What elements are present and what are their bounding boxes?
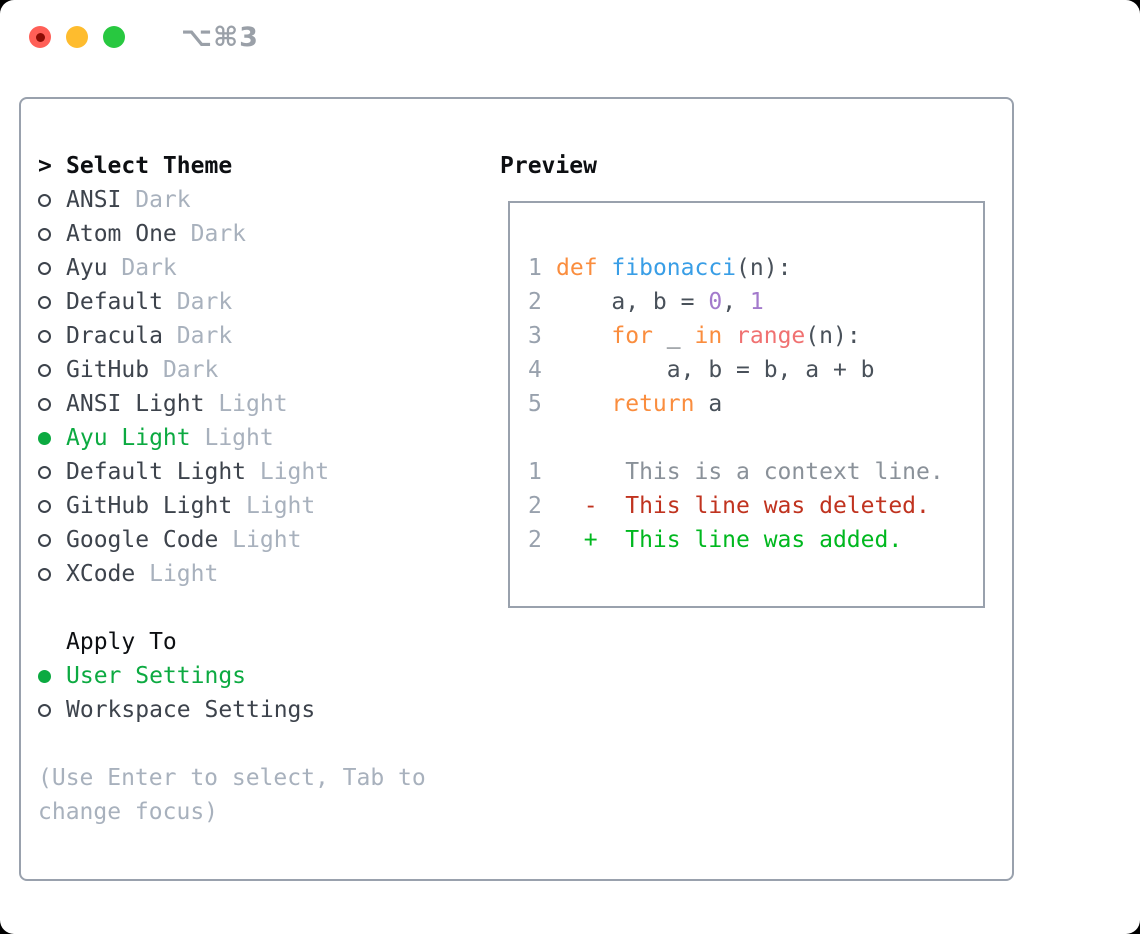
line-number: 4 <box>528 357 542 383</box>
theme-option[interactable]: Default Light Light <box>38 455 426 489</box>
theme-option[interactable]: Atom One Dark <box>38 217 426 251</box>
option-label: Ayu <box>66 255 108 281</box>
option-variant: Dark <box>162 289 233 315</box>
radio-icon <box>38 567 51 581</box>
option-variant: Light <box>190 425 274 451</box>
theme-option[interactable]: GitHub Light Light <box>38 489 426 523</box>
radio-icon <box>38 261 51 275</box>
radio-selected-icon <box>38 669 51 683</box>
option-label: XCode <box>66 561 136 587</box>
apply-option[interactable]: Workspace Settings <box>38 693 426 727</box>
titlebar: ⌥⌘3 <box>0 0 1140 74</box>
spacer <box>38 727 426 761</box>
theme-option[interactable]: Google Code Light <box>38 523 426 557</box>
theme-option[interactable]: ANSI Light Light <box>38 387 426 421</box>
radio-icon <box>38 193 51 207</box>
radio-icon <box>38 533 51 547</box>
option-variant: Dark <box>176 221 247 247</box>
preview-title: Preview <box>500 153 597 179</box>
radio-icon <box>38 295 51 309</box>
radio-selected-icon <box>38 431 51 445</box>
theme-option[interactable]: Dracula Dark <box>38 319 426 353</box>
maximize-button[interactable] <box>103 26 125 48</box>
radio-icon <box>38 227 51 241</box>
minimize-button[interactable] <box>66 26 88 48</box>
radio-icon <box>38 465 51 479</box>
option-label: User Settings <box>66 663 247 689</box>
panel-title: Select Theme <box>66 153 233 179</box>
apply-to-title: Apply To <box>66 629 177 655</box>
option-label: GitHub <box>66 357 150 383</box>
code-line: 2 - This line was deleted. <box>528 493 930 519</box>
option-variant: Dark <box>162 323 233 349</box>
option-label: Google Code <box>66 527 219 553</box>
radio-icon <box>38 397 51 411</box>
option-variant: Light <box>135 561 219 587</box>
line-number: 1 <box>528 255 542 281</box>
radio-icon <box>38 703 51 717</box>
close-button[interactable] <box>29 26 51 48</box>
option-label: Default Light <box>66 459 247 485</box>
theme-option[interactable]: ANSI Dark <box>38 183 426 217</box>
radio-icon <box>38 363 51 377</box>
code-line: 4 a, b = b, a + b <box>528 357 875 383</box>
theme-option[interactable]: GitHub Dark <box>38 353 426 387</box>
code-line: 3 for _ in range(n): <box>528 323 861 349</box>
option-variant: Light <box>232 493 316 519</box>
select-theme-header: > Select Theme <box>38 149 426 183</box>
line-number: 3 <box>528 323 542 349</box>
option-variant: Light <box>218 527 302 553</box>
theme-option[interactable]: Ayu Light Light <box>38 421 426 455</box>
option-variant: Dark <box>149 357 219 383</box>
window-shortcut-label: ⌥⌘3 <box>181 21 259 53</box>
option-variant: Dark <box>107 255 177 281</box>
radio-icon <box>38 499 51 513</box>
code-line: 2 + This line was added. <box>528 527 903 553</box>
code-line: 5 return a <box>528 391 723 417</box>
radio-icon <box>38 329 51 343</box>
option-label: ANSI <box>66 187 122 213</box>
keyboard-hint: (Use Enter to select, Tab to change focu… <box>38 765 426 825</box>
option-label: Dracula <box>66 323 163 349</box>
apply-to-header: Apply To <box>38 625 426 659</box>
theme-option[interactable]: XCode Light <box>38 557 426 591</box>
line-number: 1 <box>528 459 542 485</box>
option-label: Default <box>66 289 163 315</box>
line-number: 2 <box>528 527 542 553</box>
option-variant: Light <box>204 391 288 417</box>
code-line <box>528 421 983 455</box>
option-variant: Dark <box>121 187 191 213</box>
theme-option[interactable]: Default Dark <box>38 285 426 319</box>
line-number: 2 <box>528 493 542 519</box>
option-variant: Light <box>246 459 330 485</box>
option-label: Workspace Settings <box>66 697 316 723</box>
line-number: 2 <box>528 289 542 315</box>
option-label: ANSI Light <box>66 391 205 417</box>
option-label: Ayu Light <box>66 425 191 451</box>
option-label: GitHub Light <box>66 493 233 519</box>
code-line: 2 a, b = 0, 1 <box>528 289 764 315</box>
line-number: 5 <box>528 391 542 417</box>
code-line: 1 This is a context line. <box>528 459 944 485</box>
focus-prompt: > <box>38 153 52 179</box>
apply-option[interactable]: User Settings <box>38 659 426 693</box>
option-label: Atom One <box>66 221 177 247</box>
spacer <box>38 591 426 625</box>
modified-dot-icon <box>35 32 45 42</box>
theme-option[interactable]: Ayu Dark <box>38 251 426 285</box>
